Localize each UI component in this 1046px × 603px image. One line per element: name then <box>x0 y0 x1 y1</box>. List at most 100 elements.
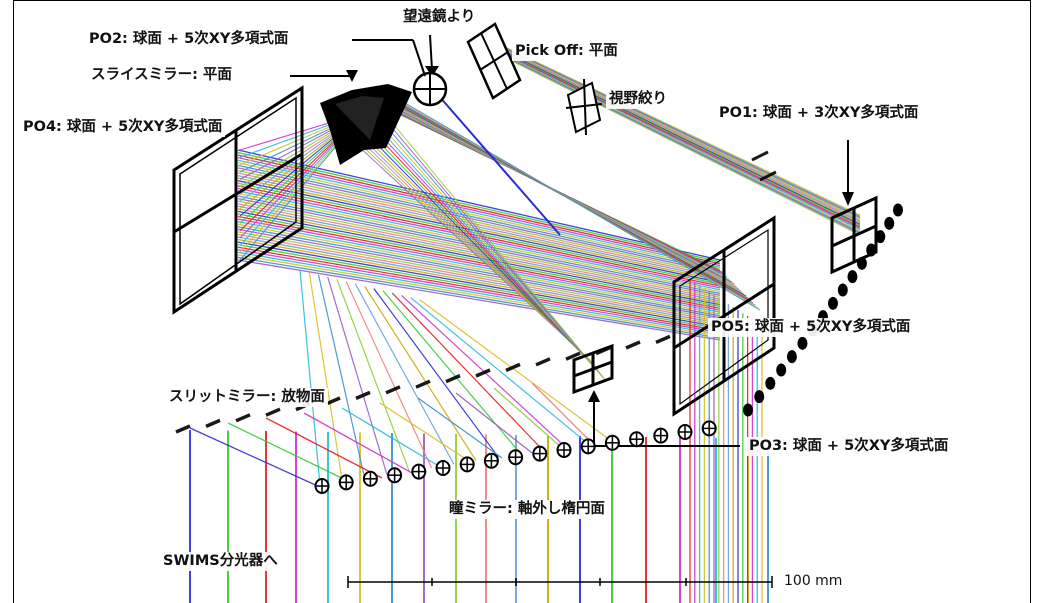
slit-mirror <box>655 334 671 345</box>
ray-pickoff <box>489 39 861 216</box>
ray-pickoff <box>492 42 861 219</box>
ray-main <box>237 215 721 310</box>
pupil-mirror <box>435 460 451 476</box>
telescope-arrowhead <box>425 66 439 77</box>
pupilmirror-label: 瞳ミラー: 軸外し楕円面 <box>446 500 608 519</box>
ray-slit <box>227 422 353 484</box>
fold-mirror <box>751 150 769 162</box>
pupil-mirror <box>677 424 693 440</box>
ray-main <box>237 192 721 293</box>
input-beam <box>431 87 561 236</box>
po4-mirror-frame <box>172 85 304 315</box>
output-mirror <box>866 243 877 257</box>
ray-pupil <box>308 272 343 482</box>
ray-pickoff <box>503 52 861 229</box>
po3-label: PO3: 球面 + 5次XY多項式面 <box>746 437 952 456</box>
po1-mirror-frame <box>830 195 878 275</box>
ray-diag <box>385 119 605 379</box>
slit-mirror <box>625 340 641 350</box>
scale-bar <box>347 576 773 588</box>
ray-pickoff <box>501 51 861 228</box>
pupil-mirror-row <box>314 420 717 494</box>
ray-main <box>237 190 721 291</box>
ray-main <box>237 238 721 326</box>
ray-pupil <box>299 269 321 486</box>
ray-cross <box>399 99 761 311</box>
slit-mirror <box>205 418 221 429</box>
pupil-mirror <box>459 456 475 473</box>
ray-pupil <box>410 297 589 444</box>
ray-pickoff <box>504 54 861 231</box>
ray-pickoff <box>507 56 861 233</box>
pupil-mirror <box>387 467 403 484</box>
output-mirror <box>797 336 808 350</box>
ray-main <box>237 162 721 270</box>
ray-slit <box>265 417 383 479</box>
ray-main <box>237 149 721 261</box>
ray-slit <box>493 387 563 449</box>
fold-mirror <box>759 170 777 182</box>
output-mirror <box>837 283 848 297</box>
ray-pupil <box>317 274 366 479</box>
ray-main <box>237 228 721 319</box>
field-stop <box>565 78 603 136</box>
output-mirror <box>786 350 797 364</box>
ray-main <box>237 164 721 272</box>
slicer-mirror <box>320 84 412 165</box>
ray-pupil <box>364 285 477 462</box>
slitmirror-label: スリットミラー: 放物面 <box>166 388 328 407</box>
pupil-mirror <box>508 449 524 466</box>
ray-pickoff <box>491 40 861 217</box>
ray-pupil <box>327 276 388 475</box>
pupil-mirror <box>604 434 620 451</box>
telescope-arrow <box>429 34 433 71</box>
po2-mirror-icon <box>412 71 448 107</box>
ray-main <box>237 246 721 332</box>
ray-main <box>237 259 721 341</box>
slit-mirror <box>535 357 551 367</box>
ray-main <box>237 256 721 339</box>
ray-slit <box>379 402 473 464</box>
ray-main <box>237 231 721 321</box>
po2-label: PO2: 球面 + 5次XY多項式面 <box>86 30 292 49</box>
slit-mirror <box>505 362 521 373</box>
po1-label: PO1: 球面 + 3次XY多項式面 <box>716 104 922 123</box>
output-mirror <box>884 216 895 230</box>
ray-main <box>237 251 721 336</box>
ray-main <box>237 151 721 263</box>
po2-leader-diag <box>412 39 426 77</box>
ray-main <box>237 154 721 265</box>
slit-mirror <box>175 424 191 434</box>
slit-mirror <box>565 351 581 361</box>
ray-pickoff <box>509 59 861 236</box>
po3-arrowhead <box>588 390 600 402</box>
slit-mirror <box>355 390 371 401</box>
ray-pupil <box>336 279 410 472</box>
output-mirror <box>847 270 858 284</box>
ray-main <box>237 254 721 337</box>
ray-main <box>237 218 721 311</box>
ray-slit <box>417 397 503 459</box>
ray-pickoff <box>495 44 861 221</box>
ray-main <box>237 213 721 308</box>
output-mirror <box>754 390 765 404</box>
ray-pupil <box>391 292 544 451</box>
ray-pickoff <box>505 55 861 232</box>
ray-main <box>237 167 721 274</box>
output-mirror <box>827 296 838 310</box>
ray-fan-output <box>329 39 861 381</box>
pickoff-label: Pick Off: 平面 <box>512 42 621 61</box>
pupil-mirror <box>532 445 548 462</box>
ray-pickoff <box>493 43 861 220</box>
ray-main <box>237 157 721 267</box>
ray-pickoff <box>496 46 861 223</box>
ray-pickoff <box>497 47 861 224</box>
telescope-label: 望遠鏡より <box>400 8 479 27</box>
pupil-mirror <box>362 470 378 487</box>
ray-main <box>237 233 721 323</box>
ray-pickoff <box>508 58 861 235</box>
pupil-mirror <box>556 442 572 458</box>
ray-main <box>237 203 721 300</box>
po5-mirror-frame <box>672 215 776 417</box>
